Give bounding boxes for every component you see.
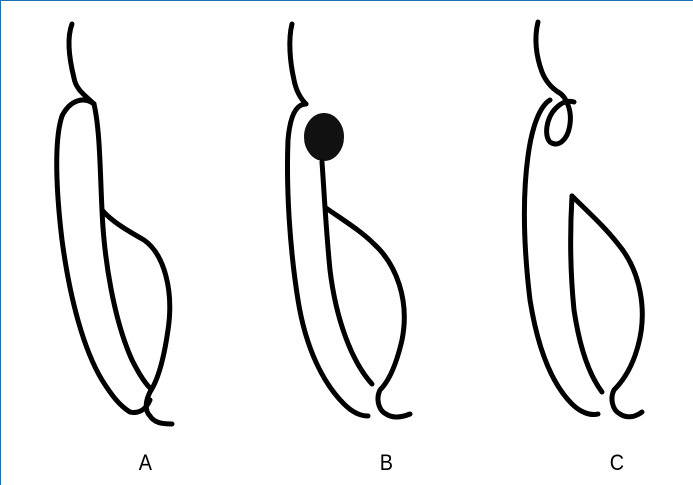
diagram-a xyxy=(57,24,172,424)
diagram-c-inner-wall xyxy=(571,196,602,392)
diagram-a-inner-wall xyxy=(94,104,150,388)
diagram-c-esophagus xyxy=(536,22,558,92)
label-a: A xyxy=(139,452,152,474)
diagram-b-mass xyxy=(305,114,343,160)
label-c: C xyxy=(610,452,624,474)
label-b: B xyxy=(380,452,393,474)
diagram-a-outer-wall xyxy=(57,100,130,412)
diagram-a-esophagus xyxy=(69,24,94,104)
diagram-b-inner-wall xyxy=(322,162,372,384)
diagram-b-esophagus xyxy=(290,24,306,104)
diagram-b xyxy=(287,24,410,417)
diagram-c xyxy=(524,22,642,417)
diagram-c-stomach xyxy=(572,196,642,417)
